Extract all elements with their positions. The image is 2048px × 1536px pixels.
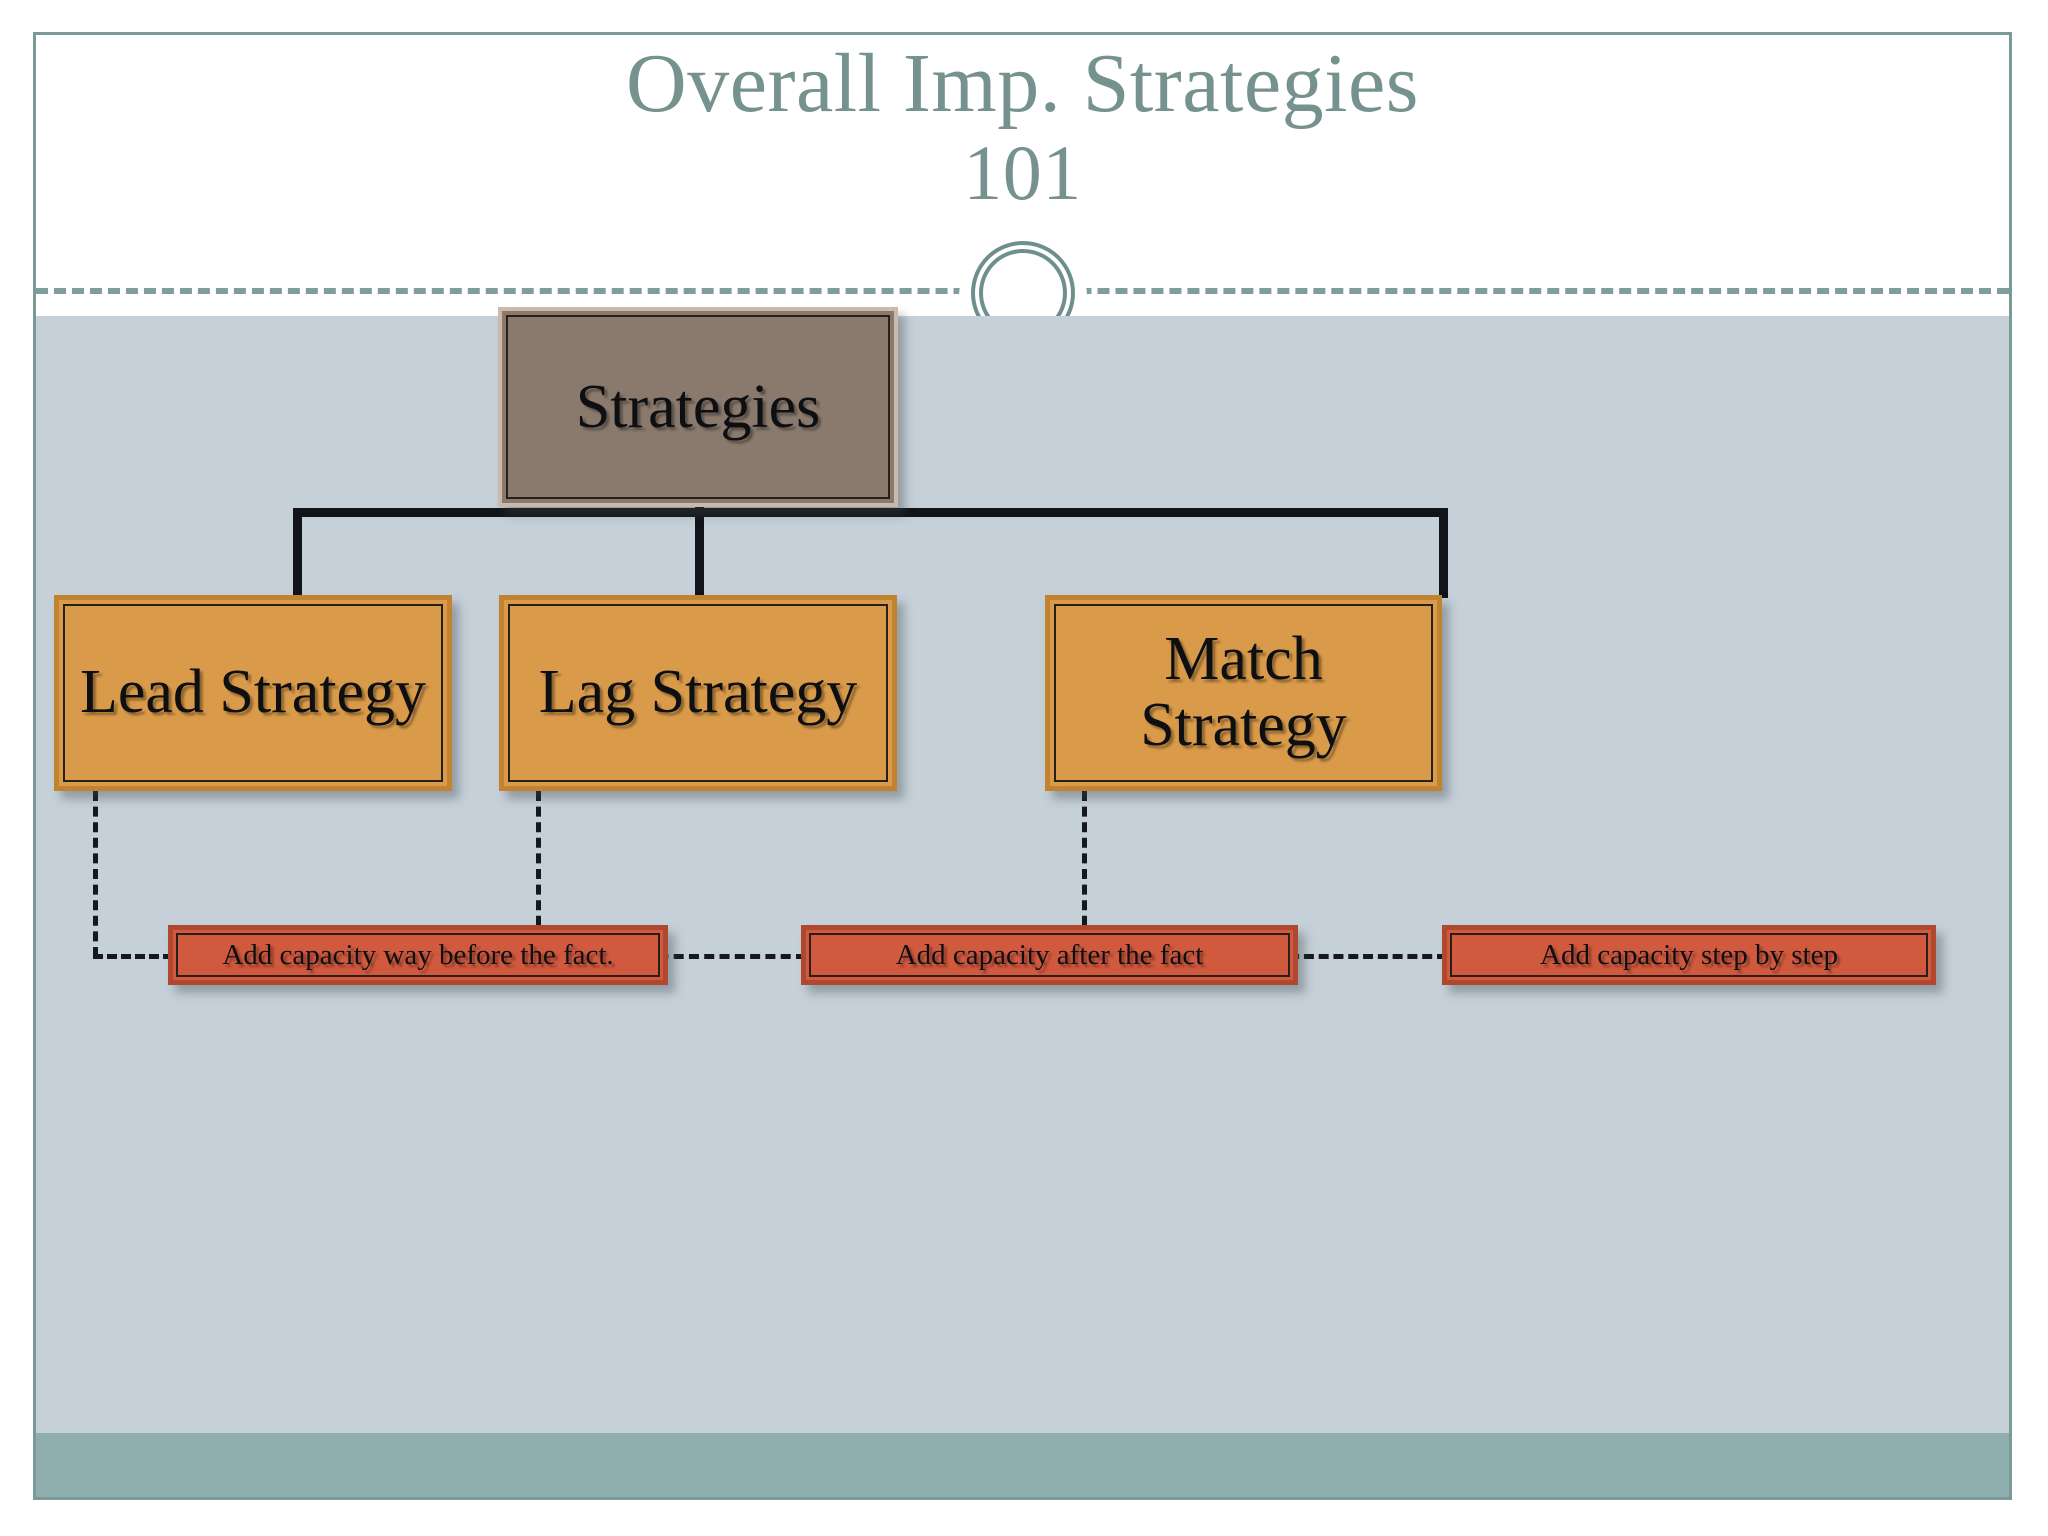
- dashed-connector-lag-vertical: [536, 791, 541, 957]
- slide-canvas: Overall Imp. Strategies 101 Strategies: [33, 32, 2012, 1500]
- page-title: Overall Imp. Strategies 101: [36, 37, 2009, 216]
- node-label-lag-strategy: Lag Strategy: [538, 658, 858, 727]
- diagram-note-lag-strategy[interactable]: Add capacity after the fact: [801, 925, 1298, 985]
- note-label-lag-strategy: Add capacity after the fact: [895, 938, 1204, 971]
- diagram-note-match-strategy[interactable]: Add capacity step by step: [1442, 925, 1936, 985]
- dashed-connector-lag-horizontal: [536, 954, 806, 959]
- footer-band: [36, 1433, 2009, 1497]
- diagram-node-lead-strategy[interactable]: Lead Strategy: [54, 595, 452, 791]
- node-label-root: Strategies: [575, 372, 821, 441]
- note-label-lead-strategy: Add capacity way before the fact.: [222, 938, 614, 971]
- connector-horizontal-bar: [293, 508, 1448, 517]
- node-label-match-line-2: Strategy: [1140, 691, 1347, 759]
- diagram-note-lead-strategy[interactable]: Add capacity way before the fact.: [168, 925, 668, 985]
- connector-drop-lead: [293, 508, 302, 598]
- dashed-connector-lead-vertical: [93, 791, 98, 957]
- title-line-2: 101: [963, 128, 1082, 216]
- diagram-node-lag-strategy[interactable]: Lag Strategy: [499, 595, 897, 791]
- dashed-connector-match-vertical: [1082, 791, 1087, 957]
- diagram-node-root[interactable]: Strategies: [498, 307, 898, 507]
- diagram-node-match-strategy[interactable]: Match Strategy: [1045, 595, 1442, 791]
- node-label-lead-strategy: Lead Strategy: [79, 658, 427, 727]
- title-line-1: Overall Imp. Strategies: [626, 37, 1419, 130]
- dashed-connector-lead-horizontal: [93, 954, 173, 959]
- node-label-match-line-1: Match: [1164, 625, 1323, 694]
- note-label-match-strategy: Add capacity step by step: [1540, 938, 1838, 971]
- connector-drop-lag: [695, 508, 704, 598]
- connector-drop-match: [1439, 508, 1448, 598]
- node-label-match-strategy: Match Strategy: [1130, 625, 1357, 759]
- slide-body-background: [36, 316, 2009, 1434]
- strategy-tree-diagram: Strategies Lead Strategy Lag Strategy Ma…: [36, 35, 2009, 1497]
